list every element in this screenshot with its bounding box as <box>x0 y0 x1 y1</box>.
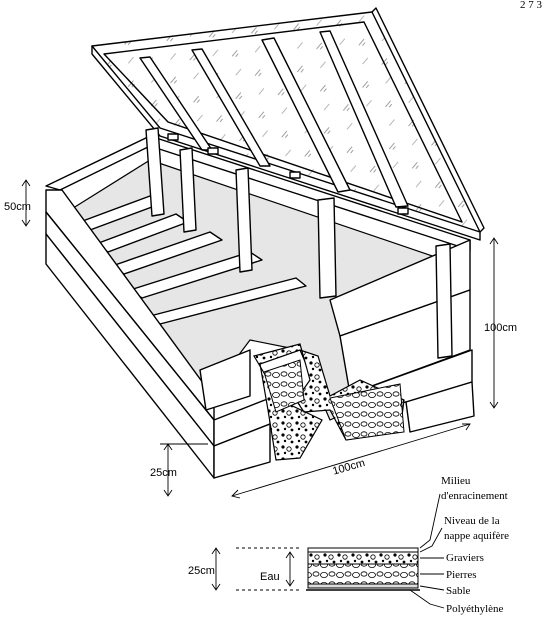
dimension-25cm-left: 25cm <box>150 443 208 497</box>
legend-water-label: Eau <box>260 571 280 583</box>
legend-item-water-table-2: nappe aquifère <box>444 530 509 542</box>
dimension-height-right: 100cm <box>484 322 517 334</box>
legend-item-sand: Sable <box>446 585 471 597</box>
legend-item-rooting-medium-1: Milieu <box>441 475 471 487</box>
glass-lid <box>91 7 485 241</box>
legend-item-gravel: Graviers <box>446 552 484 564</box>
dimension-height-top: 50cm <box>4 201 31 213</box>
dimension-50cm: 50cm <box>4 179 31 227</box>
page-number: 2 7 3 <box>520 0 543 11</box>
wooden-bed-frame <box>45 127 475 479</box>
layer-cross-section: 25cm Eau <box>188 493 445 609</box>
legend-depth-label: 25cm <box>188 565 215 577</box>
legend-labels: Milieu d'enracinement Niveau de la nappe… <box>441 475 509 615</box>
dimension-depth-left: 25cm <box>150 467 177 479</box>
legend-item-polyethylene: Polyéthylène <box>446 603 504 615</box>
dimension-100cm-right: 100cm <box>484 237 517 409</box>
legend-item-water-table-1: Niveau de la <box>444 515 500 527</box>
dimension-length-bottom: 100cm <box>331 457 366 478</box>
cutaway-gravel-section <box>253 343 405 461</box>
legend-item-stones: Pierres <box>446 569 477 581</box>
legend-item-rooting-medium-2: d'enracinement <box>441 490 508 502</box>
